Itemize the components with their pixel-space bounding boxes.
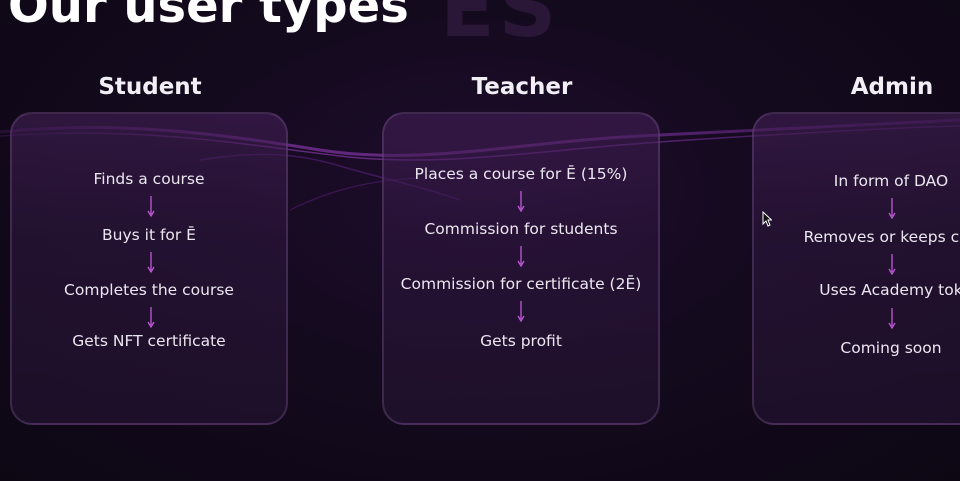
- teacher-step-3: Commission for certificate (2Ē): [400, 275, 642, 293]
- admin-step-2: Removes or keeps cou: [803, 228, 960, 246]
- down-arrow-icon: [517, 246, 525, 268]
- admin-step-3: Uses Academy tok: [819, 281, 960, 299]
- down-arrow-icon: [147, 307, 155, 329]
- teacher-card: Places a course for Ē (15%) Commission f…: [382, 112, 660, 425]
- mouse-cursor-icon: [762, 211, 772, 227]
- admin-card: In form of DAO Removes or keeps cou Uses…: [752, 112, 960, 425]
- down-arrow-icon: [147, 252, 155, 274]
- down-arrow-icon: [888, 198, 896, 220]
- down-arrow-icon: [517, 191, 525, 213]
- teacher-step-1: Places a course for Ē (15%): [414, 165, 628, 183]
- down-arrow-icon: [517, 301, 525, 323]
- background-watermark: ES: [440, 0, 561, 55]
- student-step-2: Buys it for Ē: [102, 226, 196, 244]
- student-step-3: Completes the course: [64, 281, 234, 299]
- down-arrow-icon: [147, 196, 155, 218]
- admin-step-1: In form of DAO: [833, 172, 949, 190]
- admin-heading: Admin: [850, 74, 934, 100]
- down-arrow-icon: [888, 308, 896, 330]
- student-step-1: Finds a course: [93, 170, 205, 188]
- teacher-step-4: Gets profit: [480, 332, 562, 350]
- admin-step-4: Coming soon: [840, 339, 942, 357]
- teacher-step-2: Commission for students: [424, 220, 618, 238]
- student-heading: Student: [98, 74, 202, 100]
- down-arrow-icon: [888, 254, 896, 276]
- student-step-4: Gets NFT certificate: [72, 332, 226, 350]
- student-card: Finds a course Buys it for Ē Completes t…: [10, 112, 288, 425]
- slide-title: Our user types: [8, 0, 409, 34]
- teacher-heading: Teacher: [471, 74, 573, 100]
